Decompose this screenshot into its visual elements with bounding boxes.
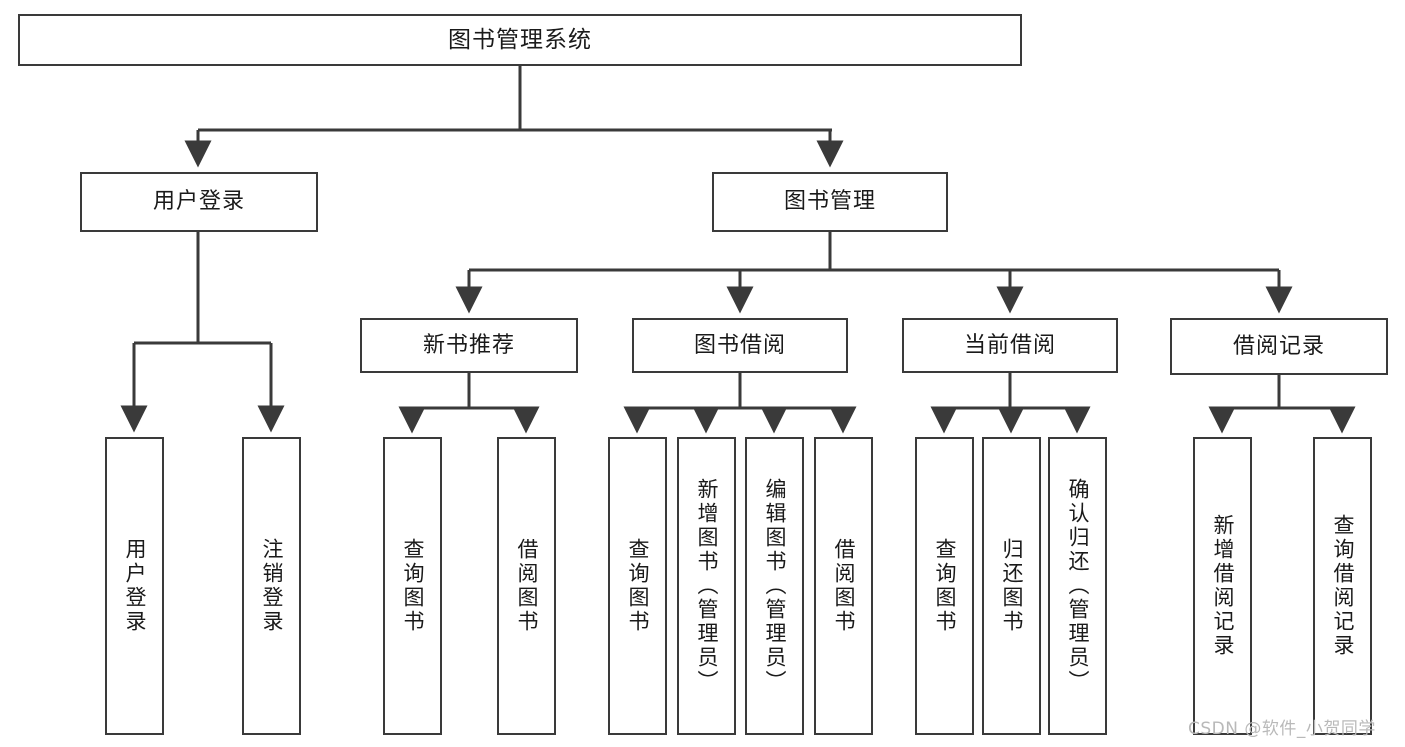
leaf-add-borrow-record[interactable]: 新增借阅记录 [1193,437,1252,735]
leaf-borrow-book-recommend[interactable]: 借阅图书 [497,437,556,735]
leaf-logout[interactable]: 注销登录 [242,437,301,735]
node-label: 查询图书 [401,538,425,634]
node-label: 新书推荐 [422,332,515,358]
node-label: 查询图书 [933,538,957,634]
leaf-borrow-book[interactable]: 借阅图书 [814,437,873,735]
node-borrow-record[interactable]: 借阅记录 [1170,318,1388,375]
node-label: 借阅记录 [1232,333,1325,359]
leaf-edit-book-admin[interactable]: 编辑图书（管理员） [745,437,804,735]
node-label: 归还图书 [1000,538,1024,634]
node-label: 借阅图书 [515,538,539,634]
node-label: 借阅图书 [832,538,856,634]
node-book-borrow[interactable]: 图书借阅 [632,318,848,373]
node-label: 图书管理 [783,189,876,215]
node-label: 新增图书（管理员） [695,478,719,694]
node-book-management-system[interactable]: 图书管理系统 [18,14,1022,66]
leaf-query-book-borrow[interactable]: 查询图书 [608,437,667,735]
leaf-query-borrow-record[interactable]: 查询借阅记录 [1313,437,1372,735]
node-label: 当前借阅 [963,332,1056,358]
node-label: 注销登录 [260,538,284,634]
leaf-confirm-return-admin[interactable]: 确认归还（管理员） [1048,437,1107,735]
leaf-user-login[interactable]: 用户登录 [105,437,164,735]
node-label: 编辑图书（管理员） [763,478,787,694]
node-label: 用户登录 [123,538,147,634]
leaf-return-book[interactable]: 归还图书 [982,437,1041,735]
csdn-watermark: CSDN @软件_小贺同学 [1188,719,1376,739]
node-new-book-recommend[interactable]: 新书推荐 [360,318,578,373]
node-book-management[interactable]: 图书管理 [712,172,948,232]
node-user-login[interactable]: 用户登录 [80,172,318,232]
leaf-query-book-recommend[interactable]: 查询图书 [383,437,442,735]
node-label: 确认归还（管理员） [1066,478,1090,694]
node-label: 查询借阅记录 [1331,514,1355,658]
node-label: 图书管理系统 [448,26,592,53]
node-label: 查询图书 [626,538,650,634]
node-label: 用户登录 [152,189,245,215]
node-current-borrow[interactable]: 当前借阅 [902,318,1118,373]
node-label: 新增借阅记录 [1211,514,1235,658]
node-label: 图书借阅 [693,332,786,358]
leaf-query-book-current[interactable]: 查询图书 [915,437,974,735]
leaf-add-book-admin[interactable]: 新增图书（管理员） [677,437,736,735]
